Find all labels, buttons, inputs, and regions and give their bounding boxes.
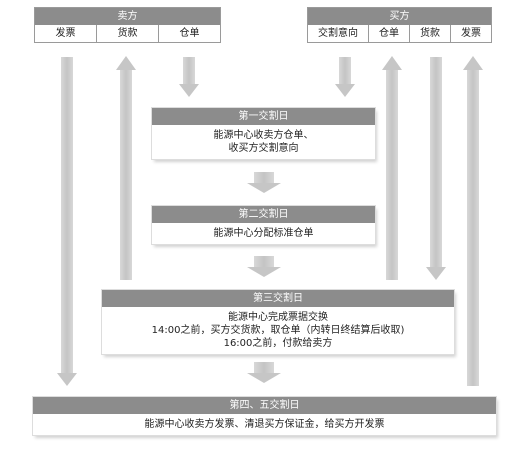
stage-2-line-1: 能源中心分配标准仓单 xyxy=(213,228,314,239)
buyer-title: 买方 xyxy=(308,8,491,25)
stage-1-line-1: 能源中心收卖方仓单、 xyxy=(213,130,314,141)
stage-3-title: 第三交割日 xyxy=(102,290,454,307)
arrow-stage2-to-stage3 xyxy=(247,256,281,277)
arrow-stage1-to-stage2 xyxy=(247,172,281,193)
arrow-stage3-to-stage4 xyxy=(247,362,281,383)
stage-4-5-line-1: 能源中心收卖方发票、清退买方保证金，给买方开发票 xyxy=(144,419,385,430)
buyer-box: 买方 交割意向 仓单 货款 发票 xyxy=(307,7,492,43)
stage-2-title: 第二交割日 xyxy=(152,206,375,223)
stage-3-box: 第三交割日 能源中心完成票据交换 14:00之前，买方交货款，取仓单（内转日终结… xyxy=(102,290,454,354)
stage-3-line-2: 14:00之前，买方交货款，取仓单（内转日终结算后收取) xyxy=(151,325,405,336)
seller-cell-invoice: 发票 xyxy=(35,25,97,42)
arrow-up-seller-payment xyxy=(116,56,136,280)
buyer-cell-warrant: 仓单 xyxy=(369,25,410,42)
seller-title: 卖方 xyxy=(35,8,220,25)
arrow-up-buyer-warrant xyxy=(382,56,402,280)
seller-cell-warrant: 仓单 xyxy=(179,28,200,39)
seller-box: 卖方 发票 货款 仓单 xyxy=(34,7,221,43)
arrow-down-seller-invoice xyxy=(57,57,77,386)
seller-cell-payment: 货款 xyxy=(97,25,159,42)
buyer-cell-payment: 货款 xyxy=(410,25,451,42)
stage-1-box: 第一交割日 能源中心收卖方仓单、 收买方交割意向 xyxy=(152,108,375,159)
buyer-cell-invoice: 发票 xyxy=(461,28,481,39)
stage-2-box: 第二交割日 能源中心分配标准仓单 xyxy=(152,206,375,244)
stage-1-title: 第一交割日 xyxy=(152,108,375,125)
stage-1-line-2: 收买方交割意向 xyxy=(228,143,299,154)
arrow-up-buyer-invoice xyxy=(463,56,483,386)
stage-4-5-title: 第四、五交割日 xyxy=(33,397,496,414)
arrow-down-seller-warrant xyxy=(179,57,199,97)
arrow-down-buyer-payment xyxy=(426,57,446,280)
stage-3-line-3: 16:00之前，付款给卖方 xyxy=(223,338,333,349)
stage-3-line-1: 能源中心完成票据交换 xyxy=(228,312,328,323)
arrow-down-buyer-intent xyxy=(335,57,355,97)
buyer-cell-intent: 交割意向 xyxy=(308,25,369,42)
stage-4-5-box: 第四、五交割日 能源中心收卖方发票、清退买方保证金，给买方开发票 xyxy=(33,397,496,435)
